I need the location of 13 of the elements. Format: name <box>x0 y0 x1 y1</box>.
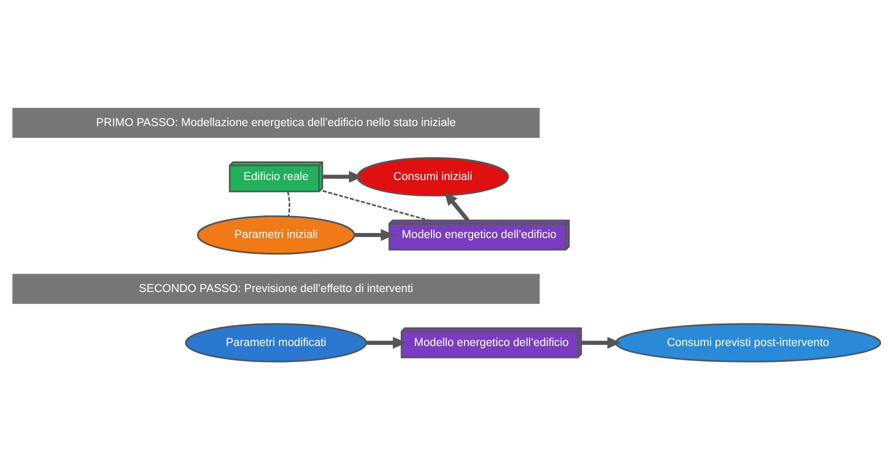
node-ellipse: Consumi iniziali <box>356 157 510 196</box>
node-ellipse: Parametri iniziali <box>196 215 356 255</box>
arrow <box>354 229 394 241</box>
arrow <box>322 170 363 183</box>
connector <box>286 191 290 216</box>
label: PRIMO PASSO: Modellazione energetica dell’edificio nello stato iniziale <box>96 116 456 129</box>
node-ellipse: Consumi previsti post-intervento <box>615 323 882 362</box>
arrow <box>581 336 621 349</box>
label: SECONDO PASSO: Previsione dell’effetto di interventi <box>138 282 414 295</box>
arrow <box>444 192 470 222</box>
node-ellipse: Parametri modificati <box>185 323 368 362</box>
arrow <box>366 336 406 349</box>
connector <box>322 190 430 222</box>
